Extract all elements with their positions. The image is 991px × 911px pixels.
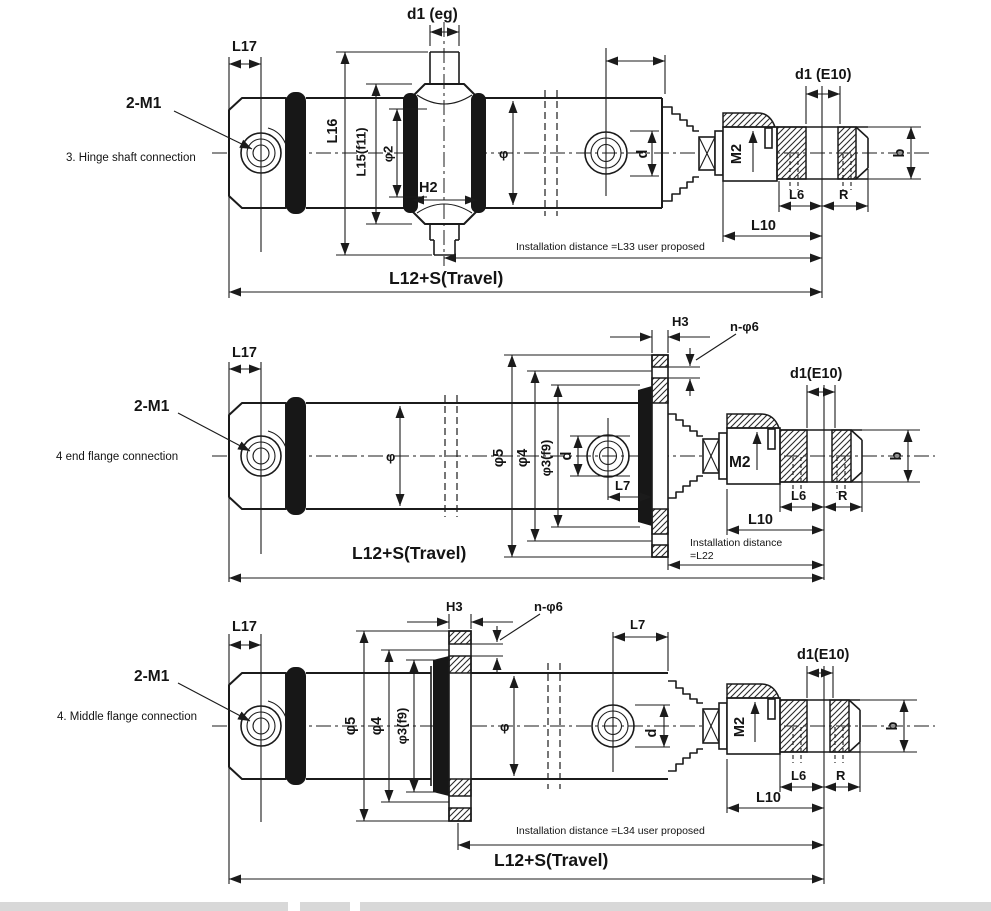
label-d1-rod: d1 (E10) [795, 67, 852, 83]
label-r: R [838, 488, 848, 503]
label-h3: H3 [672, 314, 689, 329]
trunnion-block [403, 22, 486, 266]
label-l7: L7 [615, 478, 630, 493]
label-phi: φ [500, 719, 509, 734]
cylinder-cap [228, 402, 287, 510]
seal-band [286, 667, 306, 785]
hinge-shaft-connection-view: 3. Hinge shaft connection 2-M1 L17 [66, 6, 930, 298]
leader-line [177, 682, 251, 722]
cylinder-cap [228, 97, 287, 209]
label-d1-rod: d1(E10) [790, 366, 843, 382]
label-travel: L12+S(Travel) [352, 543, 466, 563]
label-phi4: φ4 [369, 717, 385, 735]
label-d1-top: d1 (eg) [407, 6, 458, 23]
rod-head: M2 [668, 680, 781, 772]
label-pin-thread: 2-M1 [134, 398, 170, 415]
label-l17: L17 [232, 619, 257, 635]
label-phi: φ [499, 146, 508, 161]
view-caption: 3. Hinge shaft connection [66, 152, 196, 164]
label-l17: L17 [232, 39, 257, 55]
label-m2: M2 [732, 717, 748, 737]
end-flange [638, 354, 700, 558]
label-phi: φ [386, 449, 395, 464]
middle-flange [433, 630, 503, 822]
label-d1-rod: d1(E10) [797, 647, 850, 663]
rod-head: M2 [668, 413, 781, 499]
rod-head: M2 [662, 106, 778, 202]
leader-line [173, 110, 253, 150]
label-phi3: φ3(f9) [539, 440, 554, 477]
view-caption: 4. Middle flange connection [57, 711, 197, 723]
cylinder-barrel [306, 663, 668, 789]
label-phi5: φ5 [343, 717, 359, 735]
label-d: d [635, 150, 651, 159]
label-b: b [892, 148, 908, 157]
label-pin-thread: 2-M1 [126, 95, 162, 112]
label-installation-distance: Installation distance =L33 user proposed [516, 241, 705, 253]
label-n-phi6: n-φ6 [534, 599, 563, 614]
seal-band [286, 92, 306, 214]
label-phi5: φ5 [491, 449, 507, 467]
label-d: d [644, 729, 660, 738]
label-m2: M2 [729, 454, 751, 471]
label-installation-distance-value: =L22 [690, 550, 714, 562]
label-l16: L16 [325, 119, 341, 144]
leader-line [177, 412, 251, 452]
label-d: d [559, 452, 575, 461]
label-l6: L6 [791, 488, 806, 503]
label-l10: L10 [748, 512, 773, 528]
label-l6: L6 [791, 768, 806, 783]
label-n-phi6: n-φ6 [730, 319, 759, 334]
label-r: R [836, 768, 846, 783]
label-l15: L15(f11) [354, 127, 369, 176]
label-h3: H3 [446, 599, 463, 614]
label-l6: L6 [789, 187, 804, 202]
label-b: b [885, 721, 901, 730]
label-phi3: φ3(f9) [395, 708, 410, 745]
piston-rod [779, 429, 920, 493]
label-installation-distance: Installation distance [690, 537, 782, 549]
cylinder-barrel [306, 395, 638, 517]
label-installation-distance: Installation distance =L34 user proposed [516, 825, 705, 837]
label-b: b [889, 451, 905, 460]
label-l10: L10 [756, 790, 781, 806]
piston-rod [776, 126, 921, 190]
label-travel: L12+S(Travel) [494, 850, 608, 870]
label-l10: L10 [751, 218, 776, 234]
label-l7: L7 [630, 617, 645, 632]
label-phi2: φ2 [381, 146, 396, 163]
label-m2: M2 [729, 144, 745, 164]
view-caption: 4 end flange connection [56, 451, 178, 463]
label-r: R [839, 187, 849, 202]
cylinder-barrel [306, 90, 663, 216]
cylinder-cap [228, 672, 287, 780]
seal-band [286, 397, 306, 515]
end-flange-connection-view: 4 end flange connection 2-M1 L17 φ [56, 314, 935, 583]
piston-rod [779, 699, 917, 763]
label-phi4: φ4 [515, 449, 531, 467]
label-l17: L17 [232, 345, 257, 361]
label-travel: L12+S(Travel) [389, 268, 503, 288]
label-h2: H2 [419, 180, 438, 196]
footer-strip [0, 902, 991, 911]
middle-flange-connection-view: 4. Middle flange connection 2-M1 L17 [57, 599, 935, 884]
label-pin-thread: 2-M1 [134, 668, 170, 685]
